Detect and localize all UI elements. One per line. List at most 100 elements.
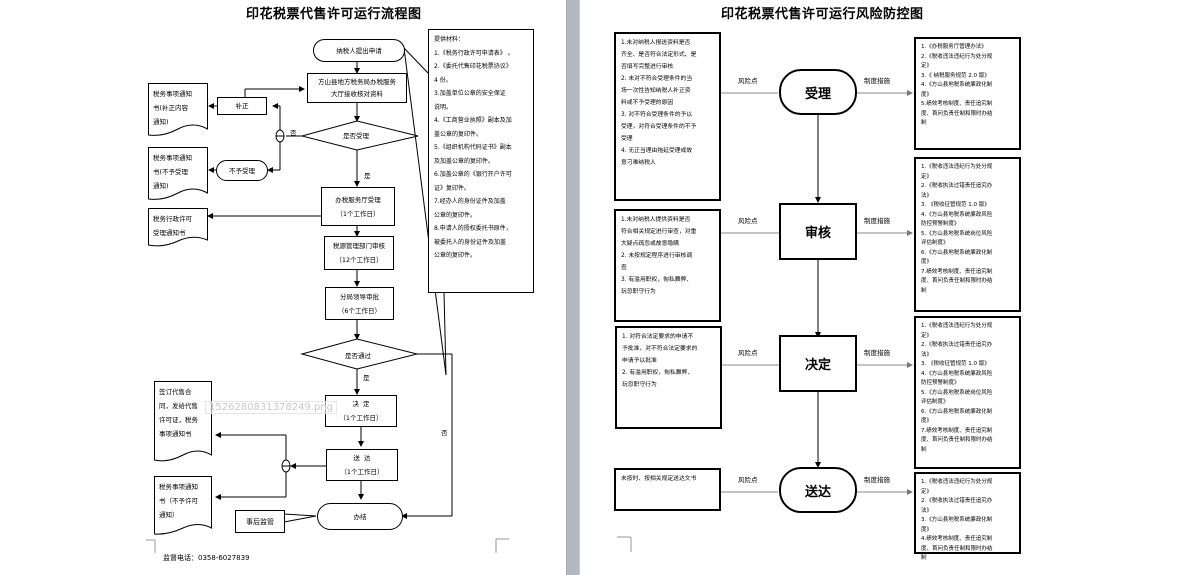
receive-materials-box: 方山县地方税务局办税服务 大厅接收核对资料 (307, 73, 407, 103)
step-line: （1个工作日） (340, 468, 384, 476)
step-line: 税源管理部门审核 (333, 242, 385, 250)
measure-label: 制度措施 (864, 476, 890, 484)
stage-4-node: 送达 (779, 467, 857, 513)
stage-4-risks: 未按时、按相关规定送达文书 (614, 468, 721, 511)
step-line: 决 定 (352, 400, 370, 408)
review-box: 税源管理部门审核 （12个工作日） (324, 236, 394, 270)
material-item: 7.经办人的身份证件及加盖 (434, 198, 506, 205)
doc-line: 税务行政许可 (153, 215, 192, 223)
approve-box: 分局领导审批 （6个工作日） (325, 287, 394, 320)
material-item: 5.《组织机构代码证书》副本 (434, 144, 512, 151)
doc-line: 通知) (153, 182, 169, 190)
stage-1-measures: 1.《办税服务厅管理办法》 2.《税收违法违纪行为处分规 定》 3.《 纳税服务… (914, 37, 1021, 150)
material-item: 4 份。 (434, 76, 452, 84)
hall-accept-box: 办税服务厅受理 （1个工作日） (321, 187, 395, 226)
stage-3-node: 决定 (779, 335, 857, 392)
stage-1-node: 受理 (779, 69, 857, 115)
stage-1-name: 受理 (804, 86, 831, 102)
finish-node: 办结 (317, 503, 403, 530)
risk-title: 印花税票代售许可运行风险防控图 (721, 7, 924, 22)
stage-4-measures: 1.《税收违法违纪行为处分规 定》 2.《税收执法过错责任追究办 法》 3.《方… (914, 472, 1021, 561)
material-item: 公章的复印件。 (434, 211, 477, 219)
stage-2-measures: 1.《税收违法违纪行为处分规 定》 2.《税收执法过错责任追究办 法》 3. 《… (914, 157, 1021, 312)
step-line: （6个工作日） (337, 306, 382, 315)
doc-line: 税务事项通知 (153, 90, 192, 98)
doc-line: 同，发给代售 (159, 402, 198, 410)
measure-label: 制度措施 (864, 217, 890, 225)
material-item: 盖公章的复印件。 (434, 130, 483, 138)
supplement-notice-doc: 税务事项通知 书(补正内容 通知) (148, 83, 208, 139)
supervision-phone: 监督电话：0358-6027839 (163, 554, 250, 562)
step-line: （1个工作日） (336, 209, 380, 218)
material-item: 及加盖公章的复印件。 (434, 157, 495, 165)
decision-accept-label: 是否受理 (343, 132, 369, 140)
finish-label: 办结 (353, 512, 367, 521)
material-item: 2.《委托代售印花税票协议》 (434, 63, 512, 70)
step-line: 办税服务厅受理 (335, 195, 381, 204)
reject-node: 不予受理 (216, 160, 268, 181)
page-separator (566, 0, 580, 575)
stage-3-risks: 1. 对符合法定要求的申请不 予批准，对不符合法定要求的 申请予以批准 2. 有… (615, 326, 722, 429)
stage-2-name: 审核 (804, 226, 831, 241)
material-item: 8.申请人的授权委托书原件， (434, 225, 512, 232)
material-item: 被委托人的身份证件及加盖 (434, 238, 507, 246)
step-line: （12个工作日） (335, 256, 383, 264)
material-item: 证》复印件。 (434, 184, 471, 192)
material-item: 4.《工商营业执照》副本及加 (434, 117, 512, 124)
post-supervision-box: 事后监管 (235, 510, 285, 533)
step-line: （1个工作日） (339, 414, 383, 422)
doc-line: 事项通知书 (159, 430, 192, 438)
doc-line: 受理通知书 (153, 229, 186, 237)
doc-line: 书（不予许可 (159, 497, 198, 505)
reject-notice-doc: 税务事项通知 书(不予受理 通知) (148, 147, 208, 203)
doc-line: 书(不予受理 (153, 168, 189, 176)
doc-line: 通知） (159, 511, 179, 519)
material-item: 1.《税务行政许可申请表》 。 (434, 49, 514, 57)
doc-line: 税务事项通知 (159, 483, 198, 491)
risk-point-label: 风险点 (738, 476, 758, 484)
stage-4-name: 送达 (804, 484, 831, 500)
material-item: 6.加盖公章的《银行开户许可 (434, 171, 512, 178)
deliver-box: 送 达 （1个工作日） (326, 449, 398, 481)
doc-line: 许可证，税务 (159, 416, 198, 424)
flowchart-title: 印花税票代售许可运行流程图 (246, 7, 422, 22)
pass-yes-label: 是 (363, 374, 370, 382)
measure-label: 制度措施 (864, 349, 890, 357)
stage-3-name: 决定 (804, 358, 831, 373)
branch-no-label: 否 (290, 129, 297, 137)
step-line: 送 达 (353, 454, 371, 462)
image-filename-watermark: 1526280831378249.png (205, 401, 338, 414)
risk-control-page: 印花税票代售许可运行风险防控图 (580, 0, 1196, 575)
supplement-label: 补正 (235, 102, 249, 110)
deny-notice-doc: 税务事项通知 书（不予许可 通知） (154, 476, 212, 538)
material-item: 说明。 (434, 103, 453, 111)
measure-label: 制度措施 (864, 77, 890, 85)
start-node: 纳税人提出申请 (313, 39, 405, 62)
post-supervision-label: 事后监管 (246, 517, 274, 526)
start-label: 纳税人提出申请 (336, 46, 382, 55)
doc-line: 书(补正内容 (153, 104, 189, 112)
supplement-box: 补正 (217, 97, 267, 115)
doc-line: 税务事项通知 (153, 154, 192, 162)
pass-no-label: 否 (441, 429, 448, 437)
contract-notice-doc: 签订代售合 同，发给代售 许可证，税务 事项通知书 (154, 381, 212, 465)
stage-2-risks: 1.未对纳税人提供资料是否 符合相关规定进行审查，对重 大疑点疏忽或故意隐瞒 2… (614, 209, 721, 322)
stage-1-risks: 1.未对纳税人报送资料是否 齐全、是否符合法定形式、是 否填写完整进行审核 2.… (614, 32, 721, 201)
reject-label: 不予受理 (229, 166, 255, 175)
risk-point-label: 风险点 (738, 217, 758, 225)
accept-notice-doc: 税务行政许可 受理通知书 (148, 208, 208, 248)
risk-point-label: 风险点 (738, 77, 758, 85)
decision-pass-label: 是否通过 (345, 352, 371, 360)
receive-line-2: 大厅接收核对资料 (331, 90, 383, 98)
doc-line: 通知) (153, 118, 169, 126)
branch-yes-label: 是 (364, 172, 371, 180)
stage-3-measures: 1.《税收违法违纪行为处分规 定》 2.《税收执法过错责任追究办 法》 3. 《… (914, 316, 1021, 469)
stage-2-node: 审核 (779, 203, 857, 260)
doc-line: 签订代售合 (159, 388, 192, 396)
flowchart-page: 印花税票代售许可运行流程图 (0, 0, 566, 575)
step-line: 分局领导审批 (340, 292, 379, 301)
risk-point-label: 风险点 (738, 349, 758, 357)
material-item: 公章的复印件。 (434, 252, 477, 259)
materials-callout: 提供材料： 1.《税务行政许可申请表》 。 2.《委托代售印花税票协议》 4 份… (428, 29, 534, 293)
material-item: 3.加盖单位公章的安全保证 (434, 90, 506, 97)
